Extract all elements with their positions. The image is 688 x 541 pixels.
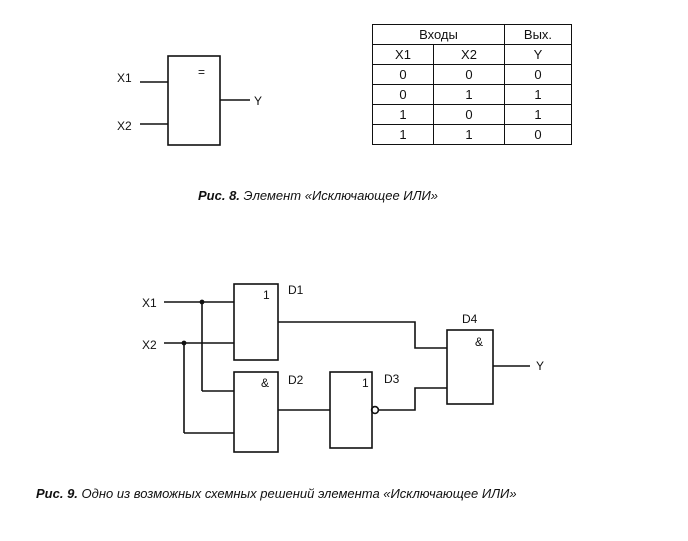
table-cell: 1 xyxy=(504,104,572,125)
x1-junction-dot xyxy=(199,299,205,305)
truth-table-header-row: X1 X2 Y xyxy=(372,44,572,65)
fig9-x1-label: X1 xyxy=(142,296,157,310)
table-row: 0 0 0 xyxy=(372,64,572,85)
table-cell: 1 xyxy=(372,104,434,125)
d4-symbol: & xyxy=(475,335,483,349)
d1-label: D1 xyxy=(288,283,304,297)
table-cell: 0 xyxy=(504,64,572,85)
table-row: 1 0 1 xyxy=(372,104,572,125)
header-x2: X2 xyxy=(433,44,505,65)
fig9-schematic xyxy=(164,283,530,453)
table-row: 1 1 0 xyxy=(372,124,572,145)
fig8-caption-number: Рис. 8. xyxy=(198,188,240,203)
table-cell: 1 xyxy=(504,84,572,105)
xor-gate-symbol: = xyxy=(198,65,205,79)
table-row: 0 1 1 xyxy=(372,84,572,105)
fig9-caption-text: Одно из возможных схемных решений элемен… xyxy=(81,486,517,501)
fig9-x2-label: X2 xyxy=(142,338,157,352)
table-cell: 0 xyxy=(372,84,434,105)
outputs-group-header: Вых. xyxy=(504,24,572,45)
fig8-y-label: Y xyxy=(254,94,262,108)
junction-dots xyxy=(181,299,205,346)
d4-label: D4 xyxy=(462,312,478,326)
table-cell: 0 xyxy=(372,64,434,85)
table-cell: 1 xyxy=(433,124,505,145)
x2-junction-dot xyxy=(181,340,187,346)
table-cell: 1 xyxy=(372,124,434,145)
fig8-x2-label: X2 xyxy=(117,119,132,133)
fig9-caption: Рис. 9. Одно из возможных схемных решени… xyxy=(36,486,517,501)
fig9-y-label: Y xyxy=(536,359,544,373)
d1-to-d4-wire xyxy=(278,321,447,349)
d2-symbol: & xyxy=(261,376,269,390)
gate-d1 xyxy=(233,283,279,361)
gate-d4 xyxy=(446,329,494,405)
d2-label: D2 xyxy=(288,373,304,387)
truth-table: Входы Вых. X1 X2 Y 0 0 0 0 1 1 1 0 1 1 1… xyxy=(372,24,572,145)
table-cell: 0 xyxy=(504,124,572,145)
d3-to-d4-wire xyxy=(378,387,447,411)
gate-d2 xyxy=(233,371,279,453)
fig8-caption-text: Элемент «Исключающее ИЛИ» xyxy=(243,188,439,203)
table-cell: 0 xyxy=(433,64,505,85)
inputs-group-header: Входы xyxy=(372,24,505,45)
fig8-x1-label: X1 xyxy=(117,71,132,85)
xor-gate-body xyxy=(167,55,221,146)
table-cell: 0 xyxy=(433,104,505,125)
d1-symbol: 1 xyxy=(263,288,270,302)
fig8-xor-element xyxy=(140,55,250,146)
header-x1: X1 xyxy=(372,44,434,65)
fig9-caption-number: Рис. 9. xyxy=(36,486,78,501)
table-cell: 1 xyxy=(433,84,505,105)
header-y: Y xyxy=(504,44,572,65)
d3-symbol: 1 xyxy=(362,376,369,390)
d3-label: D3 xyxy=(384,372,400,386)
fig8-caption: Рис. 8. Элемент «Исключающее ИЛИ» xyxy=(198,188,438,203)
truth-table-group-row: Входы Вых. xyxy=(372,24,572,45)
